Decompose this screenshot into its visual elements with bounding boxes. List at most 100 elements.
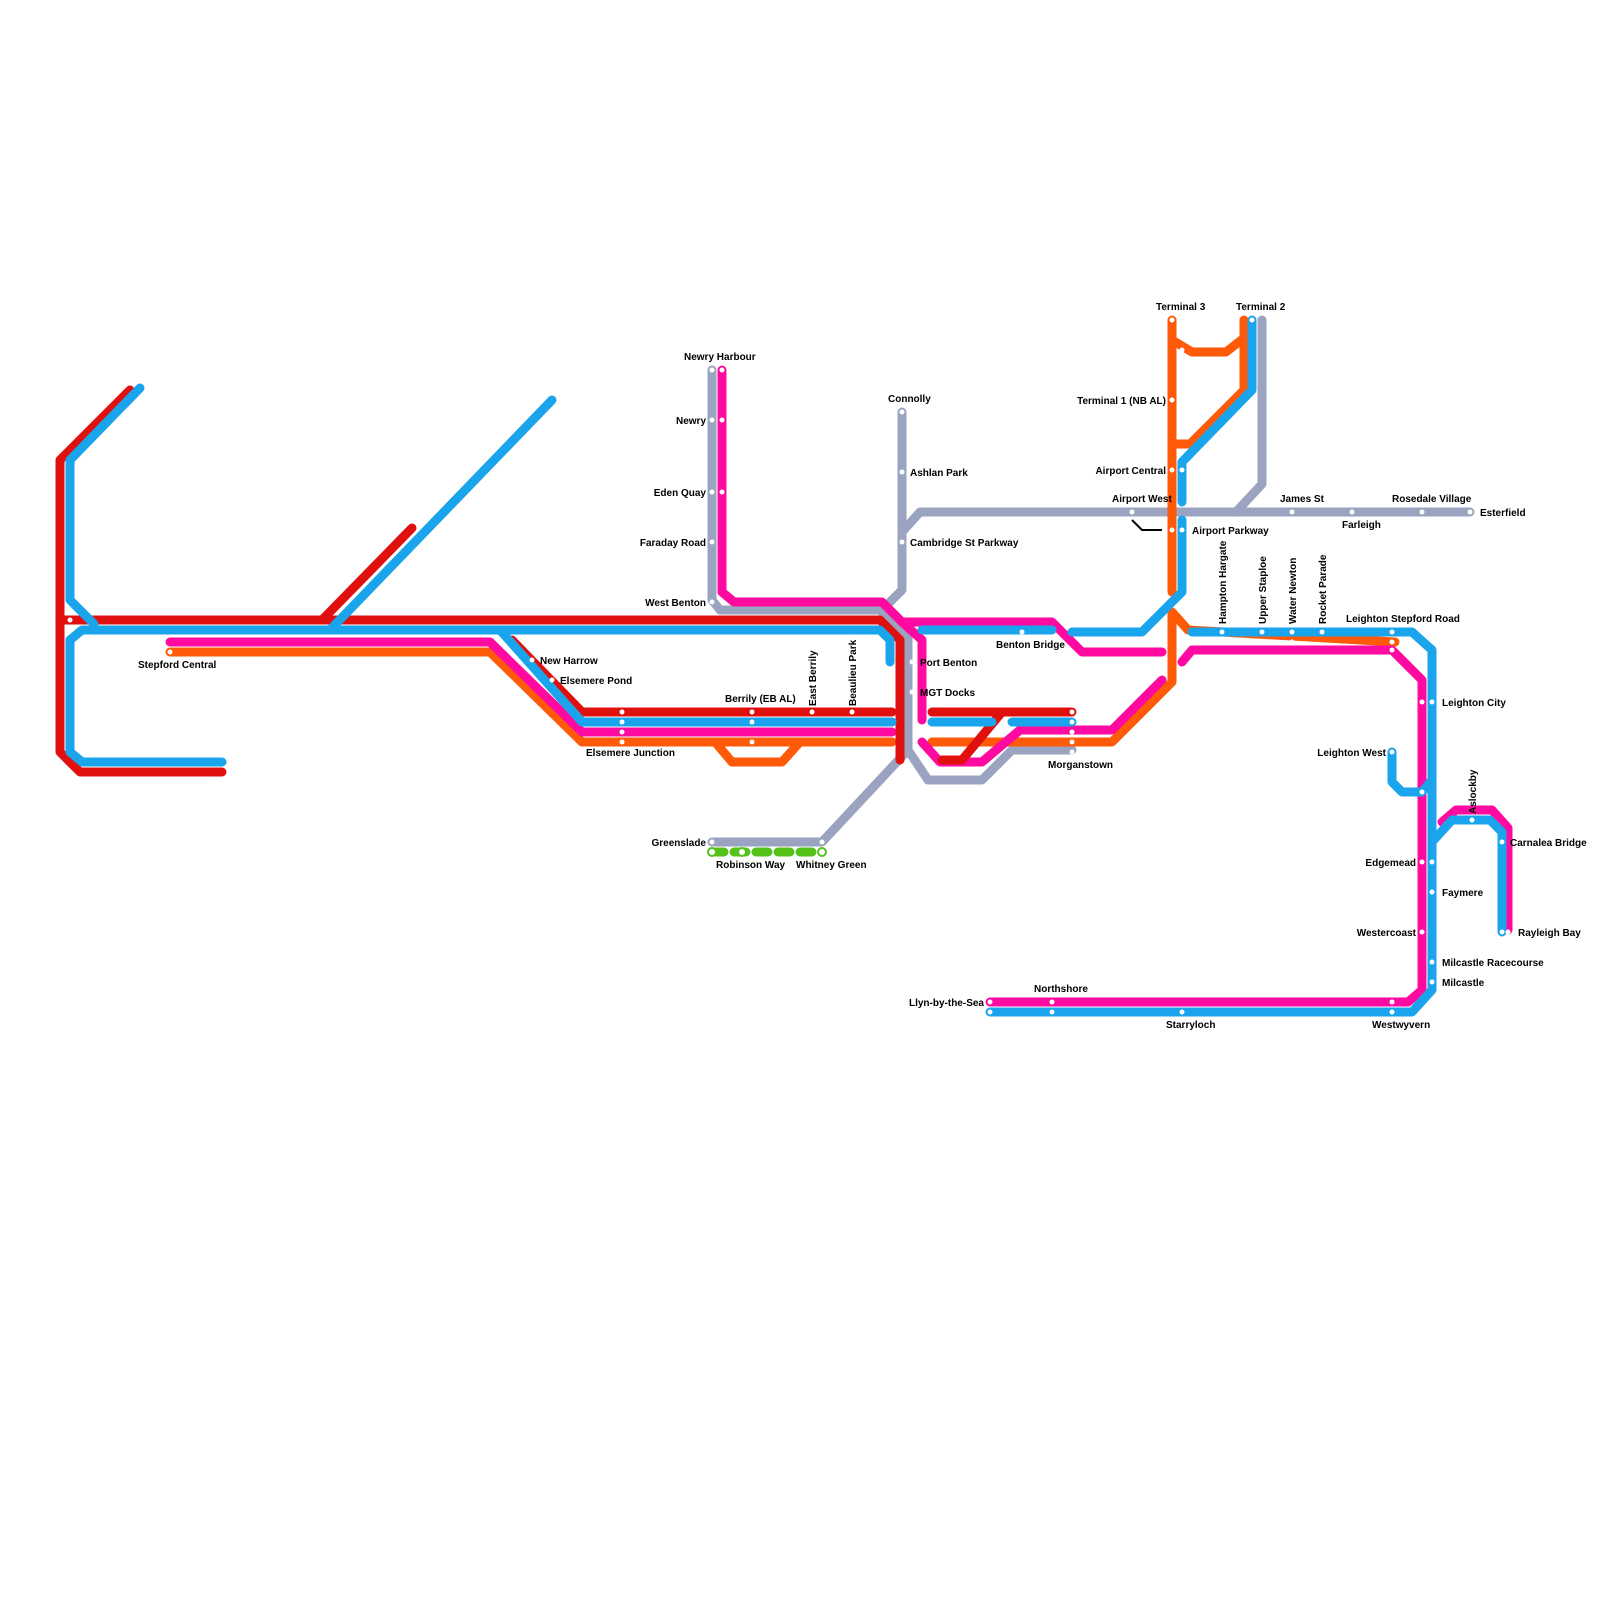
station-marker-whitney-green-green[interactable]	[818, 848, 826, 856]
station-marker-morganstown-3[interactable]	[1070, 730, 1075, 735]
label-newry-harbour[interactable]: Newry Harbour	[684, 352, 756, 363]
label-airport-west[interactable]: Airport West	[1112, 494, 1172, 505]
label-upper-staploe[interactable]: Upper Staploe	[1258, 556, 1269, 624]
label-beaulieu-park[interactable]: Beaulieu Park	[848, 639, 859, 706]
label-rayleigh-bay[interactable]: Rayleigh Bay	[1518, 928, 1581, 939]
station-marker-water-newton[interactable]	[1290, 630, 1295, 635]
label-airport-central[interactable]: Airport Central	[1095, 466, 1166, 477]
station-marker-newry-harbour-grey[interactable]	[710, 368, 715, 373]
station-marker-milcastle-racecourse[interactable]	[1430, 960, 1435, 965]
label-greenslade[interactable]: Greenslade	[652, 838, 707, 849]
station-marker-newry-harbour-pink[interactable]	[720, 368, 725, 373]
station-marker-terminal-1[interactable]	[1170, 398, 1175, 403]
station-marker-mgt-docks[interactable]	[910, 690, 915, 695]
station-marker-upper-staploe[interactable]	[1260, 630, 1265, 635]
station-marker-leighton-stepford-road-blue[interactable]	[1390, 630, 1395, 635]
station-marker-morganstown-4[interactable]	[1070, 740, 1075, 745]
station-marker-airport-west[interactable]	[1130, 510, 1135, 515]
label-faymere[interactable]: Faymere	[1442, 888, 1484, 899]
station-marker-rocket-parade[interactable]	[1320, 630, 1325, 635]
station-marker-aslockby[interactable]	[1470, 818, 1475, 823]
label-hampton-hargate[interactable]: Hampton Hargate	[1218, 540, 1229, 624]
label-port-benton[interactable]: Port Benton	[920, 658, 977, 669]
station-marker-faymere[interactable]	[1430, 890, 1435, 895]
label-milcastle[interactable]: Milcastle	[1442, 978, 1485, 989]
station-marker-eden-quay-grey[interactable]	[710, 490, 715, 495]
station-marker-eden-quay-pink[interactable]	[720, 490, 725, 495]
station-marker-airport-central-blue[interactable]	[1180, 468, 1185, 473]
label-esterfield[interactable]: Esterfield	[1480, 508, 1526, 519]
station-marker-edgemead-pink[interactable]	[1420, 860, 1425, 865]
station-marker-hampton-hargate[interactable]	[1220, 630, 1225, 635]
label-westercoast[interactable]: Westercoast	[1357, 928, 1417, 939]
label-leighton-stepford-road[interactable]: Leighton Stepford Road	[1346, 614, 1460, 625]
station-marker-airport-central-orange[interactable]	[1170, 468, 1175, 473]
station-marker-morganstown-5[interactable]	[1070, 750, 1075, 755]
label-whitney-green[interactable]: Whitney Green	[796, 860, 867, 871]
label-milcastle-racecourse[interactable]: Milcastle Racecourse	[1442, 958, 1544, 969]
label-aslockby[interactable]: Aslockby	[1468, 769, 1479, 814]
station-marker-westercoast[interactable]	[1420, 930, 1425, 935]
label-eden-quay[interactable]: Eden Quay	[654, 488, 707, 499]
station-marker-new-harrow[interactable]	[530, 658, 535, 663]
label-james-st[interactable]: James St	[1280, 494, 1325, 505]
station-marker-benton-bridge[interactable]	[1020, 630, 1025, 635]
station-marker-elsemere-junction-3[interactable]	[620, 730, 625, 735]
station-marker-airport-parkway-orange[interactable]	[1170, 528, 1175, 533]
station-marker-water-newton-orange[interactable]	[1290, 640, 1295, 645]
station-marker-terminal-3-loop[interactable]	[1180, 348, 1185, 353]
station-marker-newry-grey[interactable]	[710, 418, 715, 423]
label-westwyvern[interactable]: Westwyvern	[1372, 1020, 1430, 1031]
station-marker-whitney-green[interactable]	[820, 840, 825, 845]
station-marker-edgemead-blue[interactable]	[1430, 860, 1435, 865]
label-terminal-1[interactable]: Terminal 1 (NB AL)	[1077, 396, 1166, 407]
label-rosedale-village[interactable]: Rosedale Village	[1392, 494, 1472, 505]
label-leighton-city[interactable]: Leighton City	[1442, 698, 1506, 709]
station-marker-morganstown-2[interactable]	[1070, 720, 1075, 725]
station-marker-westwyvern-blue[interactable]	[1390, 1010, 1395, 1015]
station-marker-airport-parkway-blue[interactable]	[1180, 528, 1185, 533]
station-marker-carnalea-bridge[interactable]	[1500, 840, 1505, 845]
station-marker-leighton-city-blue[interactable]	[1430, 700, 1435, 705]
station-marker-terminal-3[interactable]	[1170, 318, 1175, 323]
label-terminal-3[interactable]: Terminal 3	[1156, 302, 1206, 313]
label-berrily[interactable]: Berrily (EB AL)	[725, 694, 796, 705]
label-elsemere-junction[interactable]: Elsemere Junction	[586, 748, 675, 759]
station-marker-robinson-way[interactable]	[738, 848, 746, 856]
label-farleigh[interactable]: Farleigh	[1342, 520, 1381, 531]
station-marker-northshore-pink[interactable]	[1050, 1000, 1055, 1005]
label-edgemead[interactable]: Edgemead	[1365, 858, 1416, 869]
label-connolly[interactable]: Connolly	[888, 394, 931, 405]
station-marker-berrily-3[interactable]	[750, 740, 755, 745]
station-marker-terminal-2[interactable]	[1250, 318, 1255, 323]
station-marker-llyn-pink[interactable]	[988, 1000, 993, 1005]
station-marker-starryloch[interactable]	[1180, 1010, 1185, 1015]
station-marker-westwyvern-pink[interactable]	[1390, 1000, 1395, 1005]
station-marker-rayleigh-bay-pink[interactable]	[1506, 930, 1511, 935]
label-newry[interactable]: Newry	[676, 416, 706, 427]
station-marker-port-benton[interactable]	[910, 660, 915, 665]
station-marker-elsemere-junction[interactable]	[620, 710, 625, 715]
label-water-newton[interactable]: Water Newton	[1288, 558, 1299, 624]
label-new-harrow[interactable]: New Harrow	[540, 656, 598, 667]
label-cambridge-st-parkway[interactable]: Cambridge St Parkway	[910, 538, 1019, 549]
station-marker-greenslade[interactable]	[710, 840, 715, 845]
station-marker-cambridge-st-parkway[interactable]	[900, 540, 905, 545]
station-marker-beaulieu-park[interactable]	[850, 710, 855, 715]
label-starryloch[interactable]: Starryloch	[1166, 1020, 1215, 1031]
label-robinson-way[interactable]: Robinson Way	[716, 860, 786, 871]
station-marker-llyn-blue[interactable]	[988, 1010, 993, 1015]
station-marker-morganstown-1[interactable]	[1070, 710, 1075, 715]
label-carnalea-bridge[interactable]: Carnalea Bridge	[1510, 838, 1587, 849]
station-marker-elsemere-pond[interactable]	[550, 678, 555, 683]
label-northshore[interactable]: Northshore	[1034, 984, 1088, 995]
station-marker-leighton-junction[interactable]	[1420, 790, 1425, 795]
station-marker-james-st[interactable]	[1290, 510, 1295, 515]
label-airport-parkway[interactable]: Airport Parkway	[1192, 526, 1269, 537]
label-mgt-docks[interactable]: MGT Docks	[920, 688, 975, 699]
station-marker-greenslade-green[interactable]	[708, 848, 716, 856]
station-marker-milcastle[interactable]	[1430, 980, 1435, 985]
station-marker-leighton-west[interactable]	[1390, 750, 1395, 755]
label-benton-bridge[interactable]: Benton Bridge	[996, 640, 1065, 651]
station-marker-connolly[interactable]	[900, 410, 905, 415]
